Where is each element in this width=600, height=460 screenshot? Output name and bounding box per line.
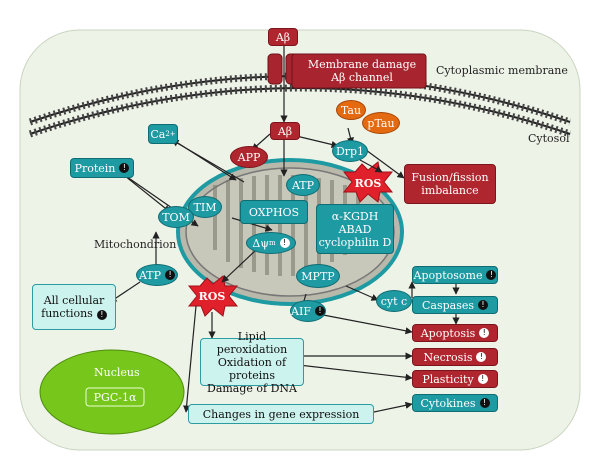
- atp-inner-node: ATP: [286, 174, 320, 196]
- aif-node: AIF!: [290, 300, 326, 322]
- info-icon: !: [165, 270, 176, 280]
- kgdh-label: α-KGDH: [331, 209, 379, 223]
- cytoplasmic-membrane-label: Cytoplasmic membrane: [436, 64, 568, 77]
- dna-damage-label: Damage of DNA: [207, 381, 297, 395]
- info-icon: !: [486, 270, 497, 280]
- mitochondrion-inner: [185, 167, 395, 297]
- enzymes-node: α-KGDH ABAD cyclophilin D: [316, 204, 394, 254]
- tim-label: TIM: [193, 200, 217, 214]
- info-icon: !: [477, 374, 488, 384]
- aif-label: AIF: [291, 304, 311, 318]
- info-icon: !: [478, 300, 489, 310]
- tau-node: Tau: [336, 100, 366, 120]
- oxidation-proteins-label: Oxidation of proteins: [217, 355, 287, 382]
- membrane-damage-text: Membrane damage Aβ channel: [300, 56, 424, 86]
- nucleus-label: Nucleus: [94, 366, 140, 379]
- info-icon: !: [479, 328, 490, 338]
- imbalance-label: imbalance: [421, 184, 479, 197]
- oxphos-label: OXPHOS: [248, 205, 300, 219]
- ptau-node: pTau: [362, 112, 400, 134]
- info-icon: !: [314, 306, 325, 316]
- atp-outer-label: ATP: [138, 268, 162, 282]
- lipid-peroxidation-label: Lipid peroxidation: [216, 329, 288, 356]
- membrane-damage-box: [291, 53, 427, 89]
- ros-inner-text: ROS: [350, 173, 386, 193]
- fusion-fission-node: Fusion/fission imbalance: [404, 164, 496, 204]
- cytosol-label: Cytosol: [528, 132, 570, 145]
- abeta-top-label: Aβ: [275, 30, 291, 44]
- cytochrome-c-node: cyt c: [376, 290, 412, 312]
- info-icon: !: [279, 238, 290, 248]
- apoptosis-node: Apoptosis!: [412, 324, 498, 342]
- pgc-box: [85, 387, 145, 407]
- drp1-node: Drp1: [332, 140, 368, 162]
- mptp-node: MPTP: [296, 264, 340, 288]
- pgc-label: PGC-1α: [93, 390, 137, 404]
- necrosis-node: Necrosis!: [412, 348, 498, 366]
- drp1-label: Drp1: [335, 144, 365, 158]
- ros-inner-label: ROS: [354, 176, 382, 190]
- caspases-node: Caspases!: [412, 296, 498, 314]
- info-icon: !: [119, 163, 130, 173]
- abeta-mid-label: Aβ: [277, 124, 293, 138]
- protein-label: Protein: [74, 161, 116, 175]
- functions-label: functions: [41, 307, 93, 320]
- oxidative-damage-node: Lipid peroxidation Oxidation of proteins…: [200, 330, 304, 395]
- cyclophilin-label: cyclophilin D: [318, 235, 392, 249]
- mptp-label: MPTP: [301, 269, 335, 283]
- cytc-label: cyt c: [380, 294, 408, 308]
- gene-expression-label: Changes in gene expression: [202, 407, 360, 421]
- necrosis-label: Necrosis: [423, 350, 473, 364]
- oxphos-node: OXPHOS: [240, 200, 308, 224]
- tom-label: TOM: [162, 210, 190, 224]
- ros-outer-text: ROS: [194, 286, 230, 306]
- tom-node: TOM: [158, 206, 194, 228]
- tim-node: TIM: [188, 196, 222, 218]
- abad-label: ABAD: [338, 222, 372, 236]
- all-cellular-label: All cellular: [43, 294, 105, 307]
- pgc-node: PGC-1α: [86, 388, 144, 406]
- plasticity-label: Plasticity: [422, 372, 474, 386]
- fusion-label: Fusion/fission: [411, 171, 489, 184]
- tau-label: Tau: [340, 103, 362, 117]
- info-icon: !: [479, 398, 490, 408]
- protein-node: Protein!: [70, 158, 134, 178]
- all-cellular-functions-node: All cellular functions!: [32, 284, 116, 330]
- atp-inner-label: ATP: [291, 178, 315, 192]
- ros-outer-label: ROS: [198, 289, 226, 303]
- ros-burst-outer: [187, 275, 239, 317]
- cytokines-node: Cytokines!: [412, 394, 498, 412]
- abeta-mid-node: Aβ: [270, 122, 300, 140]
- info-icon: !: [476, 352, 487, 362]
- delta-psi-label: Δψ: [252, 236, 269, 250]
- plasticity-node: Plasticity!: [412, 370, 498, 388]
- abeta-channel-left: [267, 53, 283, 85]
- apoptosome-label: Apoptosome: [413, 268, 483, 282]
- info-icon: !: [96, 310, 107, 320]
- gene-expression-node: Changes in gene expression: [188, 404, 374, 424]
- apoptosis-label: Apoptosis: [420, 326, 476, 340]
- app-node: APP: [230, 146, 268, 168]
- caspases-label: Caspases: [421, 298, 475, 312]
- cytokines-label: Cytokines: [420, 396, 476, 410]
- delta-psi-subscript: m: [268, 238, 276, 247]
- atp-outer-node: ATP!: [136, 264, 178, 286]
- mitochondrion-label: Mitochondrion: [94, 238, 177, 251]
- apoptosome-node: Apoptosome!: [412, 266, 498, 284]
- ptau-label: pTau: [367, 116, 395, 130]
- membrane-damage-label: Membrane damage: [307, 58, 417, 71]
- abeta-channel-label: Aβ channel: [331, 71, 393, 84]
- calcium-label: Ca: [150, 127, 166, 141]
- app-label: APP: [237, 150, 261, 164]
- calcium-charge: 2+: [165, 129, 176, 138]
- abeta-top-node: Aβ: [268, 28, 298, 46]
